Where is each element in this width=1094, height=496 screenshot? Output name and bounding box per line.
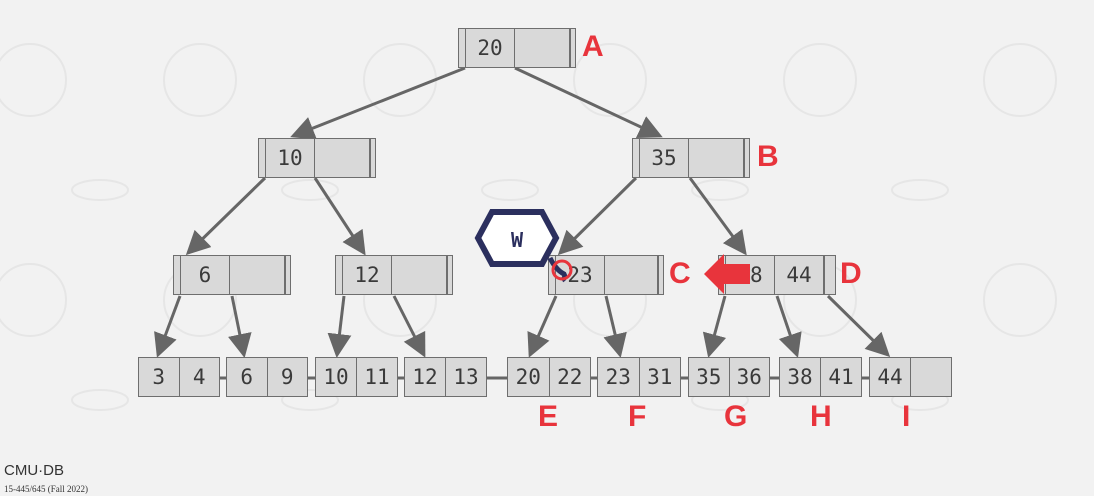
course-label: 15-445/645 (Fall 2022) bbox=[4, 484, 88, 494]
leaf-8: 38 41 bbox=[779, 357, 862, 397]
node-key: 12 bbox=[343, 256, 392, 294]
edge-12-l3 bbox=[327, 295, 352, 358]
leaf-key: 44 bbox=[870, 358, 911, 396]
leaf-key: 6 bbox=[227, 358, 268, 396]
leaf-3: 10 11 bbox=[315, 357, 398, 397]
node-key: 20 bbox=[466, 29, 515, 67]
edge-6-l1 bbox=[154, 295, 182, 358]
label-f: F bbox=[628, 400, 647, 433]
label-d: D bbox=[840, 257, 862, 290]
leaf-key bbox=[911, 358, 951, 396]
node-a: 20 bbox=[458, 28, 576, 68]
leaf-9: 44 bbox=[869, 357, 952, 397]
node-12: 12 bbox=[335, 255, 453, 295]
edge-d-l8 bbox=[775, 295, 802, 358]
red-arrow-icon bbox=[704, 254, 750, 294]
label-e: E bbox=[538, 400, 559, 433]
leaf-key: 11 bbox=[364, 365, 390, 389]
leaf-4: 12 13 bbox=[404, 357, 487, 397]
edge-a-b bbox=[514, 66, 663, 138]
edge-10-6 bbox=[185, 176, 267, 256]
worker-label: W bbox=[510, 228, 524, 252]
label-i: I bbox=[902, 400, 911, 433]
edge-10-12 bbox=[313, 177, 366, 256]
leaf-key: 20 bbox=[508, 358, 550, 396]
leaf-key: 23 bbox=[598, 358, 640, 396]
node-key: 44 bbox=[775, 256, 824, 294]
node-key: 23 bbox=[556, 256, 605, 294]
cmu-db-logo: CMU·DB bbox=[4, 462, 64, 479]
label-c: C bbox=[669, 257, 691, 290]
edge-c-l5 bbox=[527, 295, 558, 358]
edge-a-10 bbox=[290, 66, 466, 140]
node-key: 10 bbox=[266, 139, 315, 177]
edge-d-l9 bbox=[826, 294, 891, 358]
node-6: 6 bbox=[173, 255, 291, 295]
leaf-key: 9 bbox=[280, 365, 294, 389]
label-b: B bbox=[757, 140, 779, 173]
leaf-key: 35 bbox=[689, 358, 730, 396]
leaf-key: 12 bbox=[405, 358, 446, 396]
leaf-key: 38 bbox=[780, 358, 821, 396]
edge-6-l2 bbox=[228, 295, 252, 358]
leaf-key: 41 bbox=[828, 365, 854, 389]
leaf-6: 23 31 bbox=[597, 357, 681, 397]
label-g: G bbox=[724, 400, 748, 433]
node-b: 35 bbox=[632, 138, 750, 178]
leaf-key: 36 bbox=[736, 365, 762, 389]
leaf-key: 31 bbox=[647, 365, 673, 389]
label-h: H bbox=[810, 400, 832, 433]
leaf-key: 10 bbox=[316, 358, 357, 396]
edge-d-l7 bbox=[702, 295, 727, 358]
edge-c-l6 bbox=[603, 295, 627, 358]
node-key: 35 bbox=[640, 139, 689, 177]
label-a: A bbox=[582, 30, 604, 63]
worker-badge bbox=[474, 209, 573, 283]
edge-b-d bbox=[688, 177, 747, 256]
edge-b-c bbox=[557, 176, 638, 256]
leaf-key: 13 bbox=[453, 365, 479, 389]
node-key: 6 bbox=[181, 256, 230, 294]
leaf-key: 22 bbox=[557, 365, 583, 389]
leaf-key: 3 bbox=[139, 358, 180, 396]
leaf-key: 4 bbox=[192, 365, 206, 389]
edge-12-l4 bbox=[392, 295, 426, 358]
node-10: 10 bbox=[258, 138, 376, 178]
